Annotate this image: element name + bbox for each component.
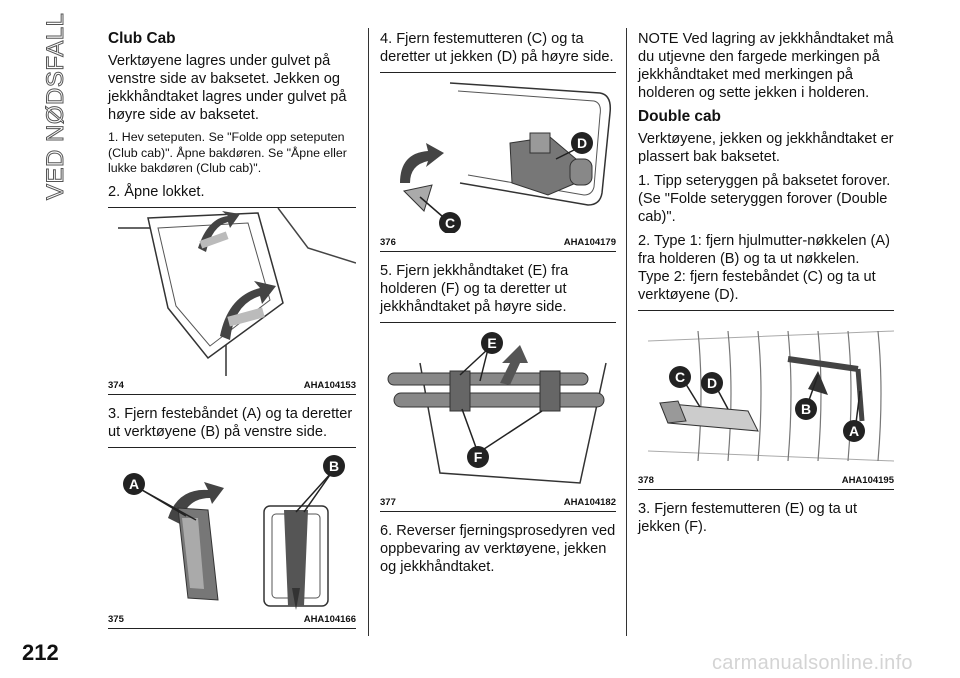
figure-376: C D 376 AHA104179 — [380, 72, 616, 252]
callout-a: A — [849, 423, 859, 439]
illustration-double-cab-tools: C D B A — [647, 330, 894, 462]
figure-number: 376 — [380, 237, 396, 248]
figure-code: AHA104153 — [303, 379, 356, 391]
figure-code: AHA104182 — [563, 497, 616, 508]
column-divider — [368, 28, 369, 636]
figure-caption: 375 AHA104166 — [108, 610, 356, 628]
figure-caption: 374 AHA104153 — [108, 376, 356, 394]
step-1: 1. Hev seteputen. Se "Folde opp setepute… — [108, 130, 347, 175]
callout-f: F — [474, 449, 483, 465]
page-number: 212 — [22, 640, 59, 665]
figure-code: AHA104166 — [303, 613, 356, 625]
section-side-title: VED NØDSFALL — [22, 12, 70, 200]
figure-number: 375 — [108, 613, 124, 625]
step-3: 3. Fjern festebåndet (A) og ta deretter … — [108, 405, 353, 440]
column-right: NOTE Ved lagring av jekkhåndtaket må du … — [638, 30, 894, 542]
figure-number: 374 — [108, 379, 124, 391]
figure-374: 374 AHA104153 — [108, 206, 356, 395]
callout-d: D — [707, 375, 717, 391]
figure-number: 377 — [380, 497, 396, 508]
figure-caption: 377 AHA104182 — [380, 493, 616, 511]
step-4: 4. Fjern festemutteren (C) og ta derette… — [380, 31, 614, 65]
step-3: 3. Fjern festemutteren (E) og ta ut jekk… — [638, 501, 858, 535]
callout-e: E — [487, 335, 496, 351]
step-2: 2. Åpne lokket. — [108, 183, 205, 200]
section-heading-double-cab: Double cab — [638, 108, 721, 125]
section-heading-club-cab: Club Cab — [108, 30, 176, 47]
figure-caption: 378 AHA104195 — [638, 471, 894, 489]
paragraph: Verktøyene lagres under gulvet på venstr… — [108, 53, 347, 123]
illustration-remove-jack: C D — [400, 82, 612, 233]
column-middle: 4. Fjern festemutteren (C) og ta derette… — [380, 30, 616, 582]
side-title-text: VED NØDSFALL — [42, 12, 70, 200]
illustration-open-lid — [118, 207, 356, 376]
watermark: carmanualsonline.info — [712, 652, 913, 674]
illustration-remove-jack-handle: E F — [387, 332, 607, 484]
figure-378: C D B A 378 AHA104195 — [638, 310, 894, 490]
callout-b: B — [801, 401, 811, 417]
callout-d: D — [577, 135, 587, 151]
figure-number: 378 — [638, 475, 654, 486]
callout-c: C — [445, 215, 455, 231]
column-divider — [626, 28, 627, 636]
note-paragraph: NOTE Ved lagring av jekkhåndtaket må du … — [638, 31, 894, 101]
step-2: 2. Type 1: fjern hjulmutter-nøkkelen (A)… — [638, 233, 890, 303]
step-1: 1. Tipp seteryggen på baksetet forover. … — [638, 173, 891, 225]
step-6: 6. Reverser fjerningsprosedyren ved oppb… — [380, 523, 616, 575]
figure-377: E F 377 AHA104182 — [380, 322, 616, 512]
figure-375: A B 375 AHA104166 — [108, 446, 356, 629]
paragraph: Verktøyene, jekken og jekkhåndtaket er p… — [638, 131, 894, 165]
figure-code: AHA104195 — [841, 475, 894, 486]
column-left: Club Cab Verktøyene lagres under gulvet … — [108, 30, 356, 639]
step-5: 5. Fjern jekkhåndtaket (E) fra holderen … — [380, 263, 569, 315]
figure-caption: 376 AHA104179 — [380, 233, 616, 251]
callout-b: B — [329, 458, 339, 474]
callout-a: A — [129, 476, 139, 492]
callout-c: C — [675, 369, 685, 385]
illustration-remove-tools: A B — [123, 454, 345, 610]
figure-code: AHA104179 — [563, 237, 616, 248]
